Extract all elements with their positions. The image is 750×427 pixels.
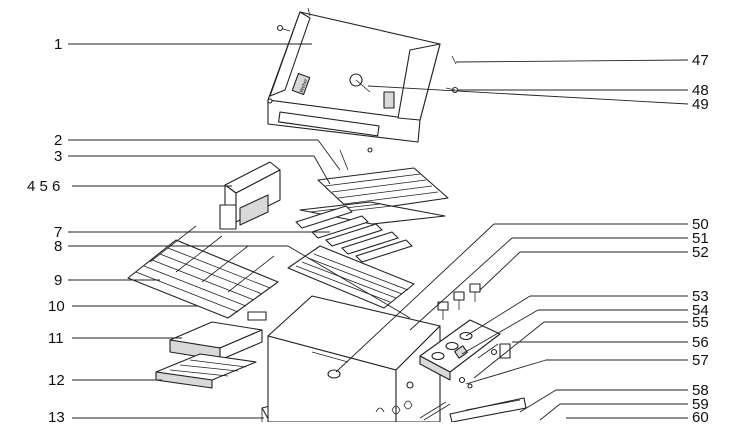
lid-logo-text: Weber (299, 78, 310, 94)
callout-53: 53 (692, 288, 709, 305)
leader-lines (68, 43, 689, 421)
callout-52: 52 (692, 244, 709, 261)
igniter-parts (458, 343, 511, 389)
callout-58: 58 (692, 382, 709, 399)
lid-screws (276, 7, 459, 94)
callout-59: 59 (692, 396, 709, 413)
cooking-grate (299, 201, 446, 225)
callout-55: 55 (692, 314, 709, 331)
heat-deflector (287, 245, 415, 309)
callout-51: 51 (692, 230, 709, 247)
smoker-box (219, 161, 281, 230)
grill-lid (267, 11, 441, 153)
flavorizer-bars (295, 205, 413, 263)
callout-60: 60 (692, 409, 709, 422)
callout-labels: 1 2 3 4 5 6 7 8 9 10 11 12 13 47 48 49 5… (27, 36, 709, 426)
burner-knobs (437, 283, 481, 320)
callout-49: 49 (692, 96, 709, 113)
knob-1 (469, 283, 481, 302)
cookbox (267, 295, 441, 423)
drip-tray (169, 311, 267, 361)
callout-12: 12 (48, 372, 65, 389)
callout-13: 13 (48, 409, 65, 422)
porcelain-grate (127, 225, 279, 319)
callout-7: 7 (54, 224, 62, 241)
knob-3 (437, 301, 449, 320)
callout-8: 8 (54, 238, 62, 255)
weber-logo-badge (291, 72, 311, 96)
callout-3: 3 (54, 148, 62, 165)
callout-4-5-6: 4 5 6 (27, 178, 60, 195)
callout-50: 50 (692, 216, 709, 233)
callout-48: 48 (692, 82, 709, 99)
knob-2 (453, 291, 465, 310)
grate-bars (135, 225, 275, 313)
callout-9: 9 (54, 272, 62, 289)
callout-1: 1 (54, 36, 62, 53)
warming-rack (317, 149, 449, 213)
callout-10: 10 (48, 298, 65, 315)
drip-pan (155, 353, 257, 389)
callout-56: 56 (692, 334, 709, 351)
callout-2: 2 (54, 132, 62, 149)
callout-11: 11 (48, 330, 64, 347)
callout-57: 57 (692, 352, 709, 369)
callout-54: 54 (692, 302, 709, 319)
control-panel (419, 319, 501, 381)
callout-47: 47 (692, 52, 709, 69)
